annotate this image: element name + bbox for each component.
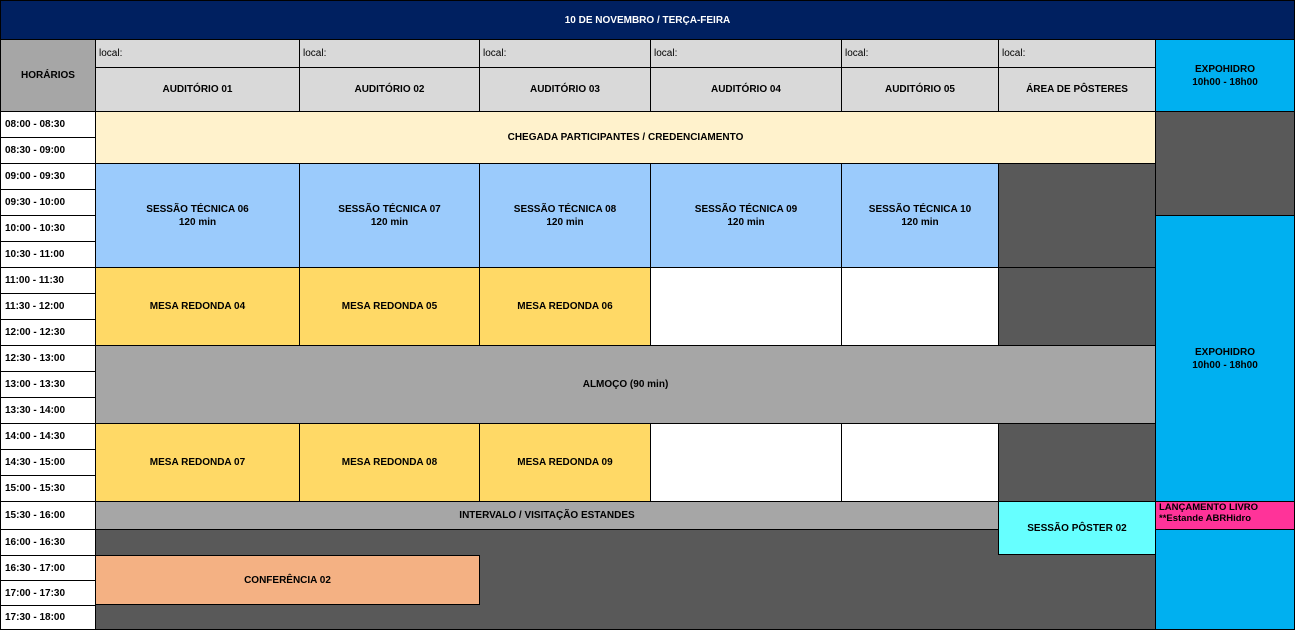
local-label-posteres: local: bbox=[998, 39, 1156, 68]
empty-block bbox=[998, 423, 1156, 502]
empty-slot bbox=[841, 423, 999, 502]
event-mesa-redonda-07: MESA REDONDA 07 bbox=[95, 423, 300, 502]
column-header-posteres: ÁREA DE PÔSTERES bbox=[998, 67, 1156, 112]
empty-block bbox=[998, 163, 1156, 268]
time-slot: 09:30 - 10:00 bbox=[0, 189, 96, 216]
event-almoco: ALMOÇO (90 min) bbox=[95, 345, 1156, 424]
event-credenciamento: CHEGADA PARTICIPANTES / CREDENCIAMENTO bbox=[95, 111, 1156, 164]
column-header-aud05: AUDITÓRIO 05 bbox=[841, 67, 999, 112]
time-slot: 08:30 - 09:00 bbox=[0, 137, 96, 164]
event-sessao-tecnica-10: SESSÃO TÉCNICA 10 120 min bbox=[841, 163, 999, 268]
time-slot: 12:30 - 13:00 bbox=[0, 345, 96, 372]
event-sessao-tecnica-06: SESSÃO TÉCNICA 06 120 min bbox=[95, 163, 300, 268]
time-slot: 17:00 - 17:30 bbox=[0, 580, 96, 606]
column-header-aud02: AUDITÓRIO 02 bbox=[299, 67, 480, 112]
empty-slot bbox=[650, 423, 842, 502]
column-header-aud01: AUDITÓRIO 01 bbox=[95, 67, 300, 112]
event-sessao-tecnica-07: SESSÃO TÉCNICA 07 120 min bbox=[299, 163, 480, 268]
time-slot: 16:30 - 17:00 bbox=[0, 555, 96, 581]
time-slot: 16:00 - 16:30 bbox=[0, 529, 96, 556]
column-header-aud04: AUDITÓRIO 04 bbox=[650, 67, 842, 112]
time-slot: 17:30 - 18:00 bbox=[0, 605, 96, 630]
event-mesa-redonda-08: MESA REDONDA 08 bbox=[299, 423, 480, 502]
local-label-aud02: local: bbox=[299, 39, 480, 68]
horarios-header: HORÁRIOS bbox=[0, 39, 96, 112]
event-mesa-redonda-05: MESA REDONDA 05 bbox=[299, 267, 480, 346]
expohidro-block bbox=[1155, 529, 1295, 630]
local-label-aud03: local: bbox=[479, 39, 651, 68]
event-conferencia-02: CONFERÊNCIA 02 bbox=[95, 555, 480, 605]
time-slot: 15:00 - 15:30 bbox=[0, 475, 96, 502]
expohidro-header: EXPOHIDRO 10h00 - 18h00 bbox=[1155, 39, 1295, 112]
time-slot: 13:30 - 14:00 bbox=[0, 397, 96, 424]
time-slot: 10:30 - 11:00 bbox=[0, 241, 96, 268]
time-slot: 13:00 - 13:30 bbox=[0, 371, 96, 398]
event-expohidro: EXPOHIDRO 10h00 - 18h00 bbox=[1155, 215, 1295, 502]
event-sessao-tecnica-09: SESSÃO TÉCNICA 09 120 min bbox=[650, 163, 842, 268]
column-header-aud03: AUDITÓRIO 03 bbox=[479, 67, 651, 112]
time-slot: 15:30 - 16:00 bbox=[0, 501, 96, 530]
empty-slot bbox=[650, 267, 842, 346]
empty-block bbox=[998, 267, 1156, 346]
local-label-aud05: local: bbox=[841, 39, 999, 68]
time-slot: 14:30 - 15:00 bbox=[0, 449, 96, 476]
empty-slot bbox=[841, 267, 999, 346]
time-slot: 10:00 - 10:30 bbox=[0, 215, 96, 242]
local-label-aud04: local: bbox=[650, 39, 842, 68]
time-slot: 12:00 - 12:30 bbox=[0, 319, 96, 346]
event-mesa-redonda-04: MESA REDONDA 04 bbox=[95, 267, 300, 346]
time-slot: 08:00 - 08:30 bbox=[0, 111, 96, 138]
empty-block bbox=[1155, 111, 1295, 216]
time-slot: 14:00 - 14:30 bbox=[0, 423, 96, 450]
event-lancamento-livro: LANÇAMENTO LIVRO **Estande ABRHidro bbox=[1155, 501, 1295, 530]
time-slot: 11:30 - 12:00 bbox=[0, 293, 96, 320]
time-slot: 09:00 - 09:30 bbox=[0, 163, 96, 190]
event-mesa-redonda-09: MESA REDONDA 09 bbox=[479, 423, 651, 502]
page-title: 10 DE NOVEMBRO / TERÇA-FEIRA bbox=[0, 0, 1295, 40]
event-sessao-tecnica-08: SESSÃO TÉCNICA 08 120 min bbox=[479, 163, 651, 268]
event-intervalo: INTERVALO / VISITAÇÃO ESTANDES bbox=[95, 501, 999, 530]
time-slot: 11:00 - 11:30 bbox=[0, 267, 96, 294]
event-sessao-poster-02: SESSÃO PÔSTER 02 bbox=[998, 501, 1156, 555]
local-label-aud01: local: bbox=[95, 39, 300, 68]
event-mesa-redonda-06: MESA REDONDA 06 bbox=[479, 267, 651, 346]
